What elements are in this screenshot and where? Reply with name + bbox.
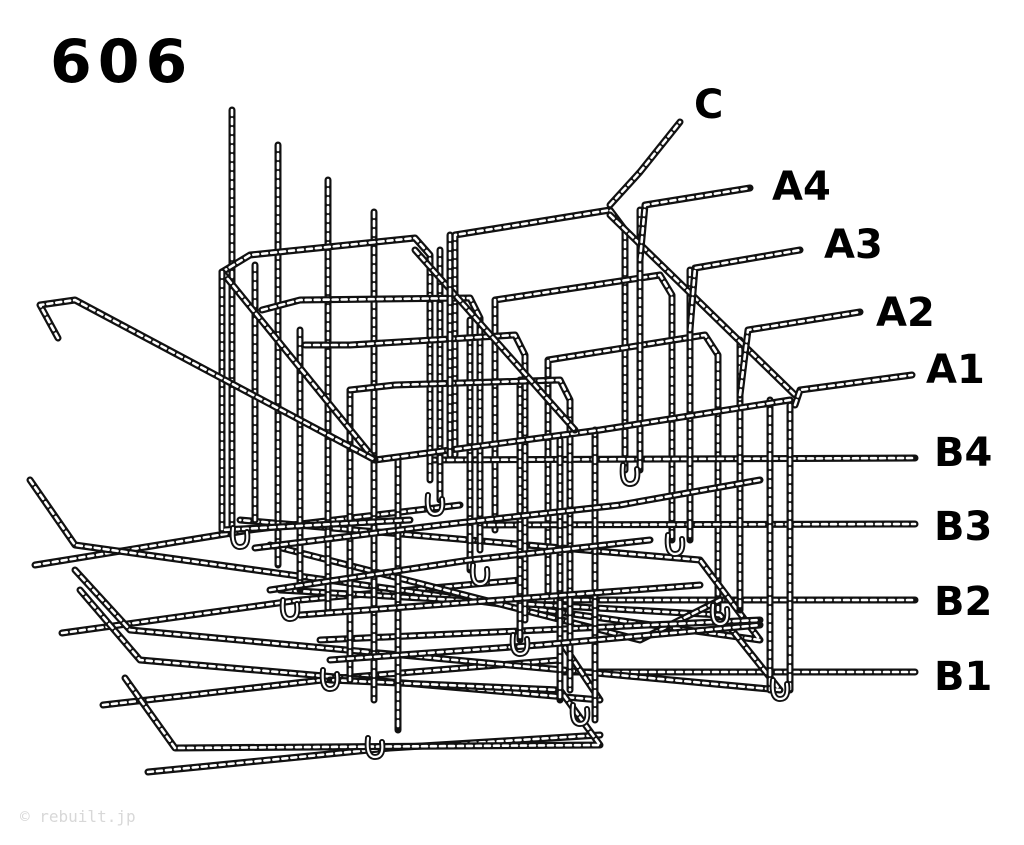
b-bar-4-core xyxy=(428,456,917,462)
top-bars-a xyxy=(636,184,916,409)
front-stirrups xyxy=(36,211,799,694)
a-bar-1 xyxy=(791,371,916,409)
top-diagonal-1-core xyxy=(413,248,577,432)
hook-core-10 xyxy=(711,603,729,626)
label-a2: A2 xyxy=(876,290,935,336)
diagonal-tie-5-core xyxy=(318,618,762,642)
hook-core-3 xyxy=(366,736,384,759)
rear-stirrup-0-core xyxy=(453,208,627,472)
lower-bar-2-core xyxy=(60,578,522,635)
front-stirrup-3-core xyxy=(348,378,572,692)
bar-c xyxy=(606,118,684,209)
a-bar-3-core xyxy=(688,248,802,332)
hook-core-8 xyxy=(621,463,639,486)
front-stirrup-1-core xyxy=(260,296,482,552)
a-bar-2-core xyxy=(738,310,862,397)
hook-core-7 xyxy=(571,703,589,726)
hook-core-2 xyxy=(321,668,339,691)
top-diagonal-2-core xyxy=(608,213,797,397)
label-c: C xyxy=(694,82,723,128)
front-stirrup-4-core xyxy=(220,270,792,462)
label-b3: B3 xyxy=(934,504,992,550)
label-b4: B4 xyxy=(934,430,992,476)
hook-core-9 xyxy=(666,533,684,556)
stirrup-hooks xyxy=(229,462,791,761)
hook-core-1 xyxy=(281,598,299,621)
front-stirrup-8-core xyxy=(298,583,702,617)
rear-stirrup-2-core xyxy=(546,333,720,612)
front-stirrup-0-core xyxy=(220,236,432,482)
a-bar-4 xyxy=(636,184,754,264)
hook-core-11 xyxy=(771,678,789,701)
label-b1: B1 xyxy=(934,654,992,700)
horizontal-bars-b xyxy=(31,454,919,776)
a-bar-3 xyxy=(686,246,804,334)
diagonal-tie-0-core xyxy=(28,478,762,642)
diagonal-tie-3-core xyxy=(123,676,602,750)
diagonal-tie-4-core xyxy=(268,543,722,642)
label-b2: B2 xyxy=(934,579,992,625)
top-hook-bar-core xyxy=(38,298,377,462)
front-stirrup-7-core xyxy=(268,538,652,592)
hook-core-0 xyxy=(231,526,249,549)
figure-number: 606 xyxy=(50,27,193,97)
a-bar-1-core xyxy=(793,373,914,407)
label-a4: A4 xyxy=(772,164,831,210)
hook-core-6 xyxy=(511,633,529,656)
hook-core-4 xyxy=(426,493,444,516)
front-stirrup-9-core xyxy=(328,623,762,662)
hook-core-5 xyxy=(471,563,489,586)
watermark: © rebuilt.jp xyxy=(20,807,136,826)
a-bar-4-core xyxy=(638,186,752,262)
front-stirrup-6-core xyxy=(253,478,762,550)
b-bar-3-core xyxy=(478,522,917,527)
c-bar-core xyxy=(608,120,682,207)
label-a1: A1 xyxy=(926,347,985,393)
front-stirrup-5-core xyxy=(220,270,412,532)
label-a3: A3 xyxy=(824,222,883,268)
rear-stirrup-1-core xyxy=(493,273,674,542)
